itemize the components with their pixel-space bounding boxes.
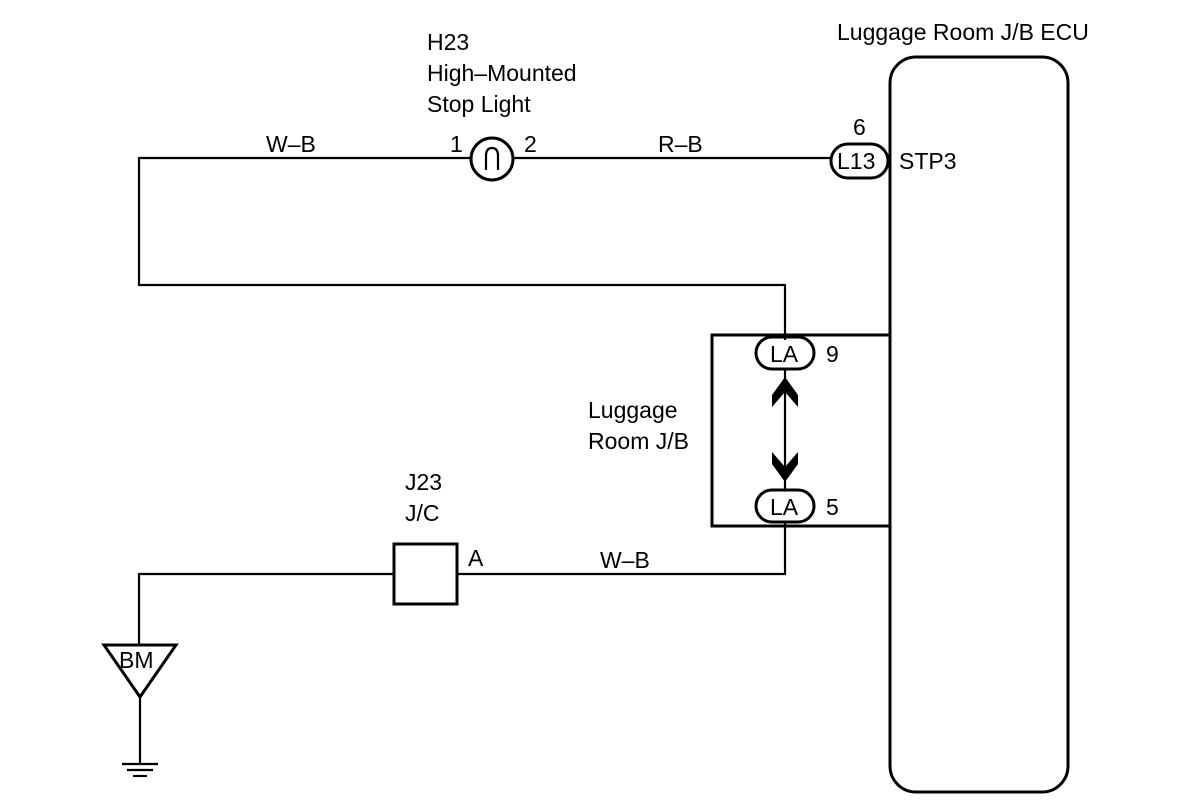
wire-w-b-top xyxy=(137,156,787,340)
ecu-connector-pin: 6 xyxy=(853,114,866,140)
ground-icon xyxy=(122,762,158,778)
stop-light-pin-2: 2 xyxy=(524,131,537,157)
ground-point-triangle xyxy=(101,643,179,700)
arrow-down-icon xyxy=(772,452,798,482)
wire-label-bottom: W–B xyxy=(600,547,650,573)
wire-label-top-right: R–B xyxy=(658,131,703,157)
junction-block-name-line2: Room J/B xyxy=(588,428,689,454)
ecu-connector-l13 xyxy=(829,142,890,180)
junction-connector-name: J/C xyxy=(405,500,440,526)
wire-label-top-left: W–B xyxy=(266,131,316,157)
ecu-connector-code: L13 xyxy=(837,148,875,174)
arrow-up-icon xyxy=(772,377,798,407)
ecu-title: Luggage Room J/B ECU xyxy=(837,19,1089,45)
wire-w-b-bottom xyxy=(457,522,787,576)
stop-light-name-line2: Stop Light xyxy=(427,91,531,117)
stop-light-code: H23 xyxy=(427,29,469,55)
junction-block-name-line1: Luggage xyxy=(588,397,678,423)
stop-light-name-line1: High–Mounted xyxy=(427,60,577,86)
bulb-filament-icon xyxy=(484,146,500,170)
junction-connector-j23 xyxy=(392,542,459,606)
ground-point-code: BM xyxy=(119,647,154,673)
junction-block-box xyxy=(710,333,892,528)
junction-connector-pin: A xyxy=(468,545,484,571)
junction-connector-code: J23 xyxy=(405,469,442,495)
ecu-connector-signal: STP3 xyxy=(899,148,957,174)
junction-connector-bottom-pin: 5 xyxy=(826,494,839,520)
stop-light-pin-1: 1 xyxy=(450,131,463,157)
junction-connector-bottom-code: LA xyxy=(770,494,799,520)
junction-connector-top-pin: 9 xyxy=(826,341,839,367)
wire-to-ground xyxy=(137,572,394,645)
junction-connector-top-code: LA xyxy=(770,341,799,367)
bulb-icon xyxy=(469,136,515,182)
